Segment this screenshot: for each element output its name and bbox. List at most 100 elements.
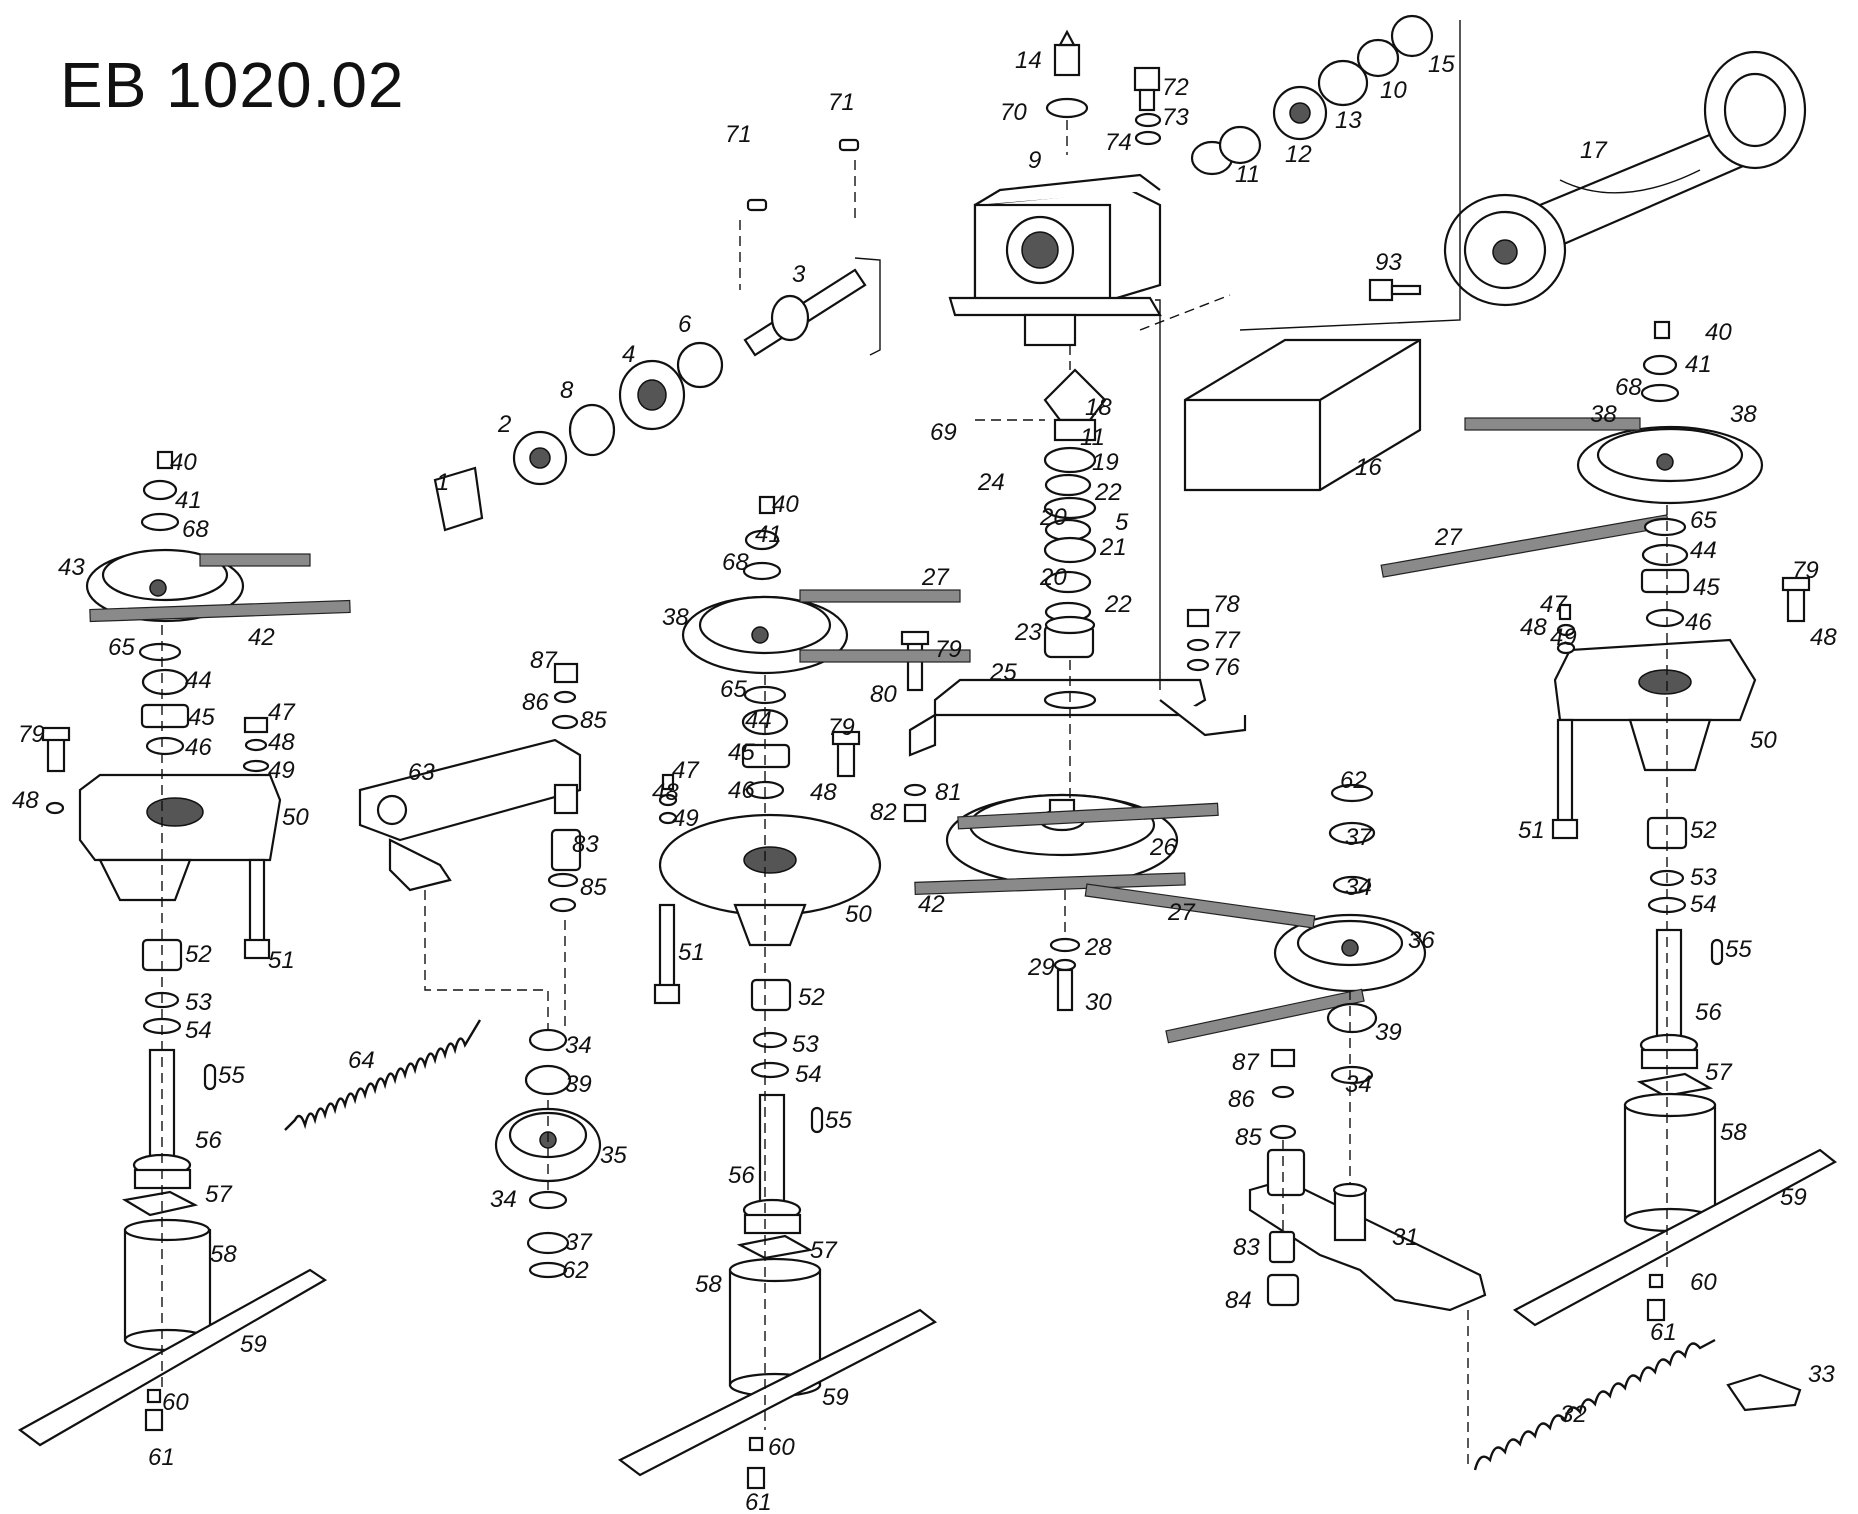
part-label-85: 85 [580, 707, 607, 734]
part-label-51: 51 [1518, 817, 1545, 844]
part-label-40: 40 [1705, 319, 1732, 346]
part-label-53: 53 [185, 989, 212, 1016]
part-label-51: 51 [678, 939, 705, 966]
part-label-79: 79 [828, 714, 855, 741]
part-label-52: 52 [185, 941, 212, 968]
part-label-55: 55 [1725, 936, 1752, 963]
part-label-49: 49 [672, 805, 699, 832]
part-label-45: 45 [1693, 574, 1720, 601]
part-label-79: 79 [1792, 557, 1819, 584]
part-label-58: 58 [210, 1241, 237, 1268]
part-label-49: 49 [1550, 624, 1577, 651]
part-label-57: 57 [205, 1181, 233, 1208]
part-label-86: 86 [522, 689, 549, 716]
part-label-56: 56 [728, 1162, 755, 1189]
part-label-6: 6 [678, 311, 692, 338]
part-label-61: 61 [745, 1489, 772, 1514]
part-label-34: 34 [490, 1186, 517, 1213]
part-label-68: 68 [1615, 374, 1642, 401]
diagram-title: EB 1020.02 [60, 49, 405, 121]
part-label-48: 48 [810, 779, 837, 806]
part-label-42: 42 [248, 624, 275, 651]
part-label-47: 47 [268, 699, 296, 726]
part-label-33: 33 [1808, 1361, 1835, 1388]
part-label-52: 52 [1690, 817, 1717, 844]
part-label-68: 68 [722, 549, 749, 576]
part-label-48: 48 [1520, 614, 1547, 641]
part-label-59: 59 [822, 1384, 849, 1411]
part-label-65: 65 [108, 634, 135, 661]
part-label-9: 9 [1028, 147, 1041, 174]
part-label-82: 82 [870, 799, 897, 826]
part-label-5: 5 [1115, 509, 1129, 536]
part-label-62: 62 [562, 1257, 589, 1284]
part-label-50: 50 [282, 804, 309, 831]
part-label-83: 83 [1233, 1234, 1260, 1261]
part-label-29: 29 [1027, 954, 1055, 981]
part-label-55: 55 [218, 1062, 245, 1089]
part-label-48: 48 [268, 729, 295, 756]
part-label-22: 22 [1094, 479, 1122, 506]
part-label-38: 38 [1730, 401, 1757, 428]
part-label-74: 74 [1105, 129, 1132, 156]
part-label-87: 87 [1232, 1049, 1260, 1076]
part-label-4: 4 [622, 341, 635, 368]
part-label-57: 57 [810, 1237, 838, 1264]
part-label-56: 56 [195, 1127, 222, 1154]
part-label-69: 69 [930, 419, 957, 446]
part-label-41: 41 [1685, 351, 1712, 378]
part-label-57: 57 [1705, 1059, 1733, 1086]
part-label-10: 10 [1380, 77, 1407, 104]
part-label-27: 27 [1167, 899, 1196, 926]
part-label-78: 78 [1213, 591, 1240, 618]
part-label-45: 45 [728, 739, 755, 766]
part-label-55: 55 [825, 1107, 852, 1134]
part-label-41: 41 [755, 521, 782, 548]
part-label-48: 48 [1810, 624, 1837, 651]
part-label-13: 13 [1335, 107, 1362, 134]
part-label-46: 46 [728, 777, 755, 804]
part-label-35: 35 [600, 1142, 627, 1169]
part-label-11: 11 [1235, 161, 1260, 188]
part-label-83: 83 [572, 831, 599, 858]
part-label-72: 72 [1162, 74, 1189, 101]
part-label-48: 48 [652, 779, 679, 806]
idler-arm-assembly [284, 662, 602, 1279]
part-label-79: 79 [935, 636, 962, 663]
part-label-56: 56 [1695, 999, 1722, 1026]
part-label-37: 37 [1345, 824, 1373, 851]
part-label-26: 26 [1149, 834, 1177, 861]
right-idler-assembly [1084, 783, 1802, 1471]
part-label-15: 15 [1428, 51, 1455, 78]
part-label-60: 60 [768, 1434, 795, 1461]
part-label-87: 87 [530, 647, 558, 674]
gearbox-assembly [433, 14, 1807, 1012]
part-label-76: 76 [1213, 654, 1240, 681]
part-label-8: 8 [560, 377, 574, 404]
part-label-27: 27 [1434, 524, 1463, 551]
part-label-53: 53 [792, 1031, 819, 1058]
part-label-50: 50 [1750, 727, 1777, 754]
middle-spindle-assembly [617, 495, 971, 1490]
part-label-81: 81 [935, 779, 962, 806]
part-label-31: 31 [1392, 1224, 1419, 1251]
part-label-16: 16 [1355, 454, 1382, 481]
part-label-60: 60 [1690, 1269, 1717, 1296]
part-label-44: 44 [185, 667, 212, 694]
part-label-46: 46 [185, 734, 212, 761]
part-label-22: 22 [1104, 591, 1132, 618]
part-label-79: 79 [18, 721, 45, 748]
part-label-42: 42 [918, 891, 945, 918]
part-label-14: 14 [1015, 47, 1042, 74]
part-label-71: 71 [828, 89, 855, 116]
part-label-1: 1 [436, 469, 449, 496]
part-label-54: 54 [185, 1017, 212, 1044]
part-label-39: 39 [1375, 1019, 1402, 1046]
part-label-44: 44 [1690, 537, 1717, 564]
part-label-59: 59 [240, 1331, 267, 1358]
part-label-43: 43 [58, 554, 85, 581]
part-label-58: 58 [695, 1271, 722, 1298]
